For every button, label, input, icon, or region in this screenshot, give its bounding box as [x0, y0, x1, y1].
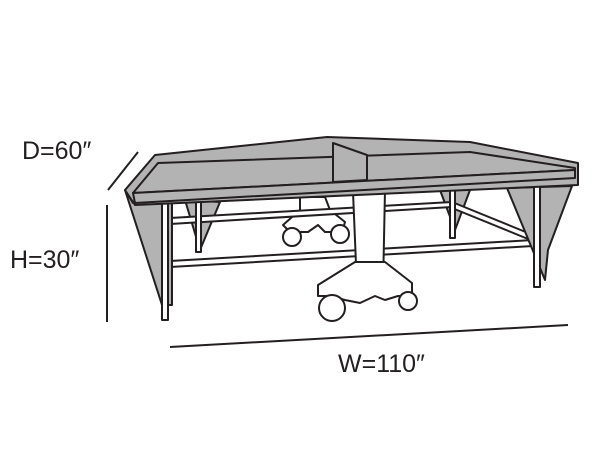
front-pedestal-base [317, 261, 413, 304]
net [332, 142, 368, 183]
width-dimension-line [169, 324, 569, 348]
depth-dimension-line [107, 151, 139, 191]
front-left-leg [161, 202, 169, 321]
front-wheel-right [398, 291, 418, 311]
front-right-leg [533, 181, 541, 288]
width-label: W=110″ [338, 350, 425, 378]
table-front-edge [132, 169, 576, 204]
front-wheel-left [318, 294, 346, 322]
back-left-leg [195, 199, 202, 253]
back-wheel-right [330, 224, 350, 244]
back-right-leg [449, 185, 456, 239]
back-left-skirt [184, 199, 221, 251]
back-wheel-left [282, 227, 302, 247]
lower-rail [169, 239, 534, 268]
height-label: H=30″ [10, 246, 80, 274]
depth-label: D=60″ [22, 137, 92, 165]
